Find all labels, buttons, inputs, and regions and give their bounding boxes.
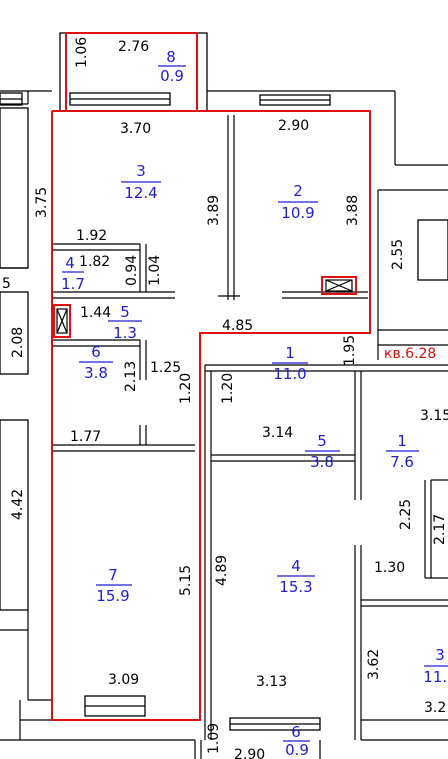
- dimension: 1.30: [374, 560, 405, 576]
- room-area: 11.3: [423, 668, 448, 686]
- dimension: 2.17: [432, 514, 448, 545]
- room-area: 3.8: [310, 453, 334, 471]
- room-area: 10.9: [281, 204, 314, 222]
- dimension: 1.82: [79, 254, 110, 270]
- dimension: 1.20: [178, 373, 194, 404]
- room-number: 8: [166, 48, 176, 66]
- dimension: 3.15: [420, 408, 448, 424]
- dimension: 3.62: [366, 649, 382, 680]
- dimension: 3.88: [345, 195, 361, 226]
- room-area: 15.3: [279, 578, 312, 596]
- room-number: 3: [435, 646, 445, 664]
- dimension: 4.85: [222, 318, 253, 334]
- room-number: 5: [317, 432, 327, 450]
- room-number: 6: [91, 343, 101, 361]
- room-number: 5: [120, 303, 130, 321]
- dimension: 2.13: [123, 361, 139, 392]
- room-area: 15.9: [96, 587, 129, 605]
- dimension: 3.2: [424, 700, 446, 716]
- dimension: 1.25: [150, 360, 181, 376]
- room-number: 2: [293, 182, 303, 200]
- room-area: 0.9: [160, 67, 184, 85]
- dimension: 1.92: [76, 228, 107, 244]
- room-number: 6: [291, 723, 301, 741]
- room-number: 3: [136, 162, 146, 180]
- room-number: 7: [108, 566, 118, 584]
- dimension: 5: [2, 276, 11, 292]
- room-area: 12.4: [124, 184, 157, 202]
- apartment-boundary: [51, 32, 371, 721]
- dimension: 2.90: [278, 118, 309, 134]
- walls: [0, 32, 448, 759]
- dimension: 3.09: [108, 672, 139, 688]
- dimension: 1.77: [70, 429, 101, 445]
- dimension: 3.89: [206, 195, 222, 226]
- room-number: 1: [397, 432, 407, 450]
- room-area: 7.6: [390, 453, 414, 471]
- dimension: 2.90: [234, 747, 265, 759]
- room-area: 0.9: [285, 741, 309, 759]
- room-number: 4: [65, 254, 75, 272]
- dimension: 4.42: [10, 489, 26, 520]
- dimension: 3.13: [256, 674, 287, 690]
- dimension: 2.08: [10, 327, 26, 358]
- room-area: 3.8: [84, 364, 108, 382]
- dimension: 1.20: [220, 373, 236, 404]
- dimension: 1.04: [147, 255, 163, 286]
- room-number: 1: [285, 344, 295, 362]
- dimension: 1.06: [74, 37, 90, 68]
- dimension: 1.95: [342, 335, 358, 366]
- ventilation-icon: [56, 279, 353, 334]
- room-area: 11.0: [273, 365, 306, 383]
- dimension: 5.15: [178, 565, 194, 596]
- dimension: 2.25: [398, 499, 414, 530]
- room-area: 1.3: [113, 324, 137, 342]
- room-number: 4: [291, 557, 301, 575]
- dimension-labels: 2.76 1.06 3.70 2.90 3.75 3.89 3.88 2.55 …: [2, 37, 448, 759]
- dimension: 4.89: [214, 555, 230, 586]
- dimension: 3.14: [262, 425, 293, 441]
- dimension: 1.09: [206, 723, 222, 754]
- dimension: 1.44: [80, 305, 111, 321]
- dimension: 2.55: [390, 239, 406, 270]
- dimension: 3.70: [120, 121, 151, 137]
- dimension: 2.76: [118, 39, 149, 55]
- room-labels: 8 0.9 3 12.4 2 10.9 4 1.7 5 1.3 1 11.0 6…: [61, 48, 448, 759]
- apartment-area-label: кв.6.28: [384, 346, 436, 362]
- dimension: 0.94: [124, 255, 140, 286]
- dimension: 3.75: [34, 187, 50, 218]
- room-area: 1.7: [61, 275, 85, 293]
